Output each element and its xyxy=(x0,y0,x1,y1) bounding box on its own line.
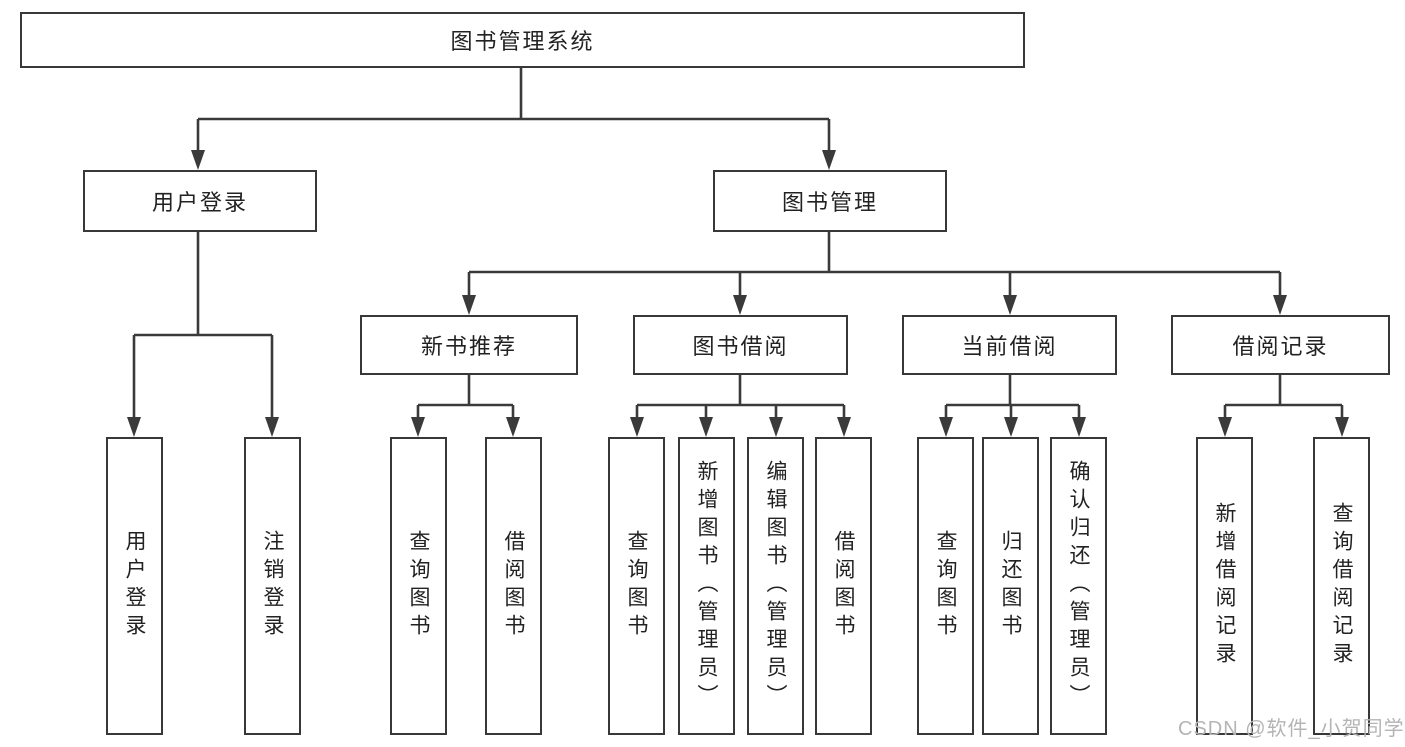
node-label: 归还图书 xyxy=(999,530,1022,642)
connector-user-login xyxy=(127,232,279,437)
node-label: 新书推荐 xyxy=(420,334,517,359)
leaf-add-borrow-record: 新增借阅记录 xyxy=(1196,437,1253,735)
node-book-management: 图书管理 xyxy=(713,170,947,232)
node-label: 图书借阅 xyxy=(692,334,789,359)
node-label: 注销登录 xyxy=(261,530,284,642)
node-borrow-records: 借阅记录 xyxy=(1171,315,1390,375)
node-new-book-recommend: 新书推荐 xyxy=(360,315,578,375)
leaf-borrow-books: 借阅图书 xyxy=(815,437,872,735)
node-label: 编辑图书（管理员） xyxy=(764,460,787,712)
connector-root xyxy=(191,68,836,170)
node-label: 当前借阅 xyxy=(961,334,1058,359)
node-label: 图书管理系统 xyxy=(450,29,595,54)
node-label: 用户登录 xyxy=(151,190,248,215)
leaf-user-login: 用户登录 xyxy=(106,437,163,735)
node-label: 借阅图书 xyxy=(502,530,525,642)
csdn-watermark: CSDN @软件_小贺同学 xyxy=(1178,718,1405,740)
leaf-return-books: 归还图书 xyxy=(982,437,1039,735)
leaf-query-books-borrow: 查询图书 xyxy=(608,437,665,735)
leaf-query-books-current: 查询图书 xyxy=(917,437,974,735)
leaf-borrow-books-recommend: 借阅图书 xyxy=(485,437,542,735)
node-label: 查询图书 xyxy=(625,530,648,642)
connector-borrow-records xyxy=(1218,375,1349,437)
leaf-query-books-recommend: 查询图书 xyxy=(390,437,447,735)
node-label: 用户登录 xyxy=(123,530,146,642)
node-label: 借阅记录 xyxy=(1232,334,1329,359)
node-label: 借阅图书 xyxy=(832,530,855,642)
leaf-logout: 注销登录 xyxy=(244,437,301,735)
leaf-edit-books-admin: 编辑图书（管理员） xyxy=(747,437,804,735)
leaf-query-borrow-record: 查询借阅记录 xyxy=(1313,437,1370,735)
node-user-login: 用户登录 xyxy=(83,170,317,232)
node-label: 新增图书（管理员） xyxy=(695,460,718,712)
connector-book-management xyxy=(462,232,1287,315)
connector-new-book-recommend xyxy=(411,375,520,437)
node-library-management-system: 图书管理系统 xyxy=(20,12,1025,68)
node-label: 确认归还（管理员） xyxy=(1067,460,1090,712)
node-label: 查询图书 xyxy=(407,530,430,642)
node-book-borrow: 图书借阅 xyxy=(633,315,848,375)
connector-book-borrow xyxy=(630,375,851,437)
node-label: 图书管理 xyxy=(781,190,878,215)
node-label: 查询借阅记录 xyxy=(1330,502,1353,670)
node-current-borrow: 当前借阅 xyxy=(902,315,1117,375)
leaf-add-books-admin: 新增图书（管理员） xyxy=(678,437,735,735)
leaf-confirm-return-admin: 确认归还（管理员） xyxy=(1050,437,1107,735)
node-label: 查询图书 xyxy=(934,530,957,642)
connector-current-borrow xyxy=(939,375,1086,437)
node-label: 新增借阅记录 xyxy=(1213,502,1236,670)
